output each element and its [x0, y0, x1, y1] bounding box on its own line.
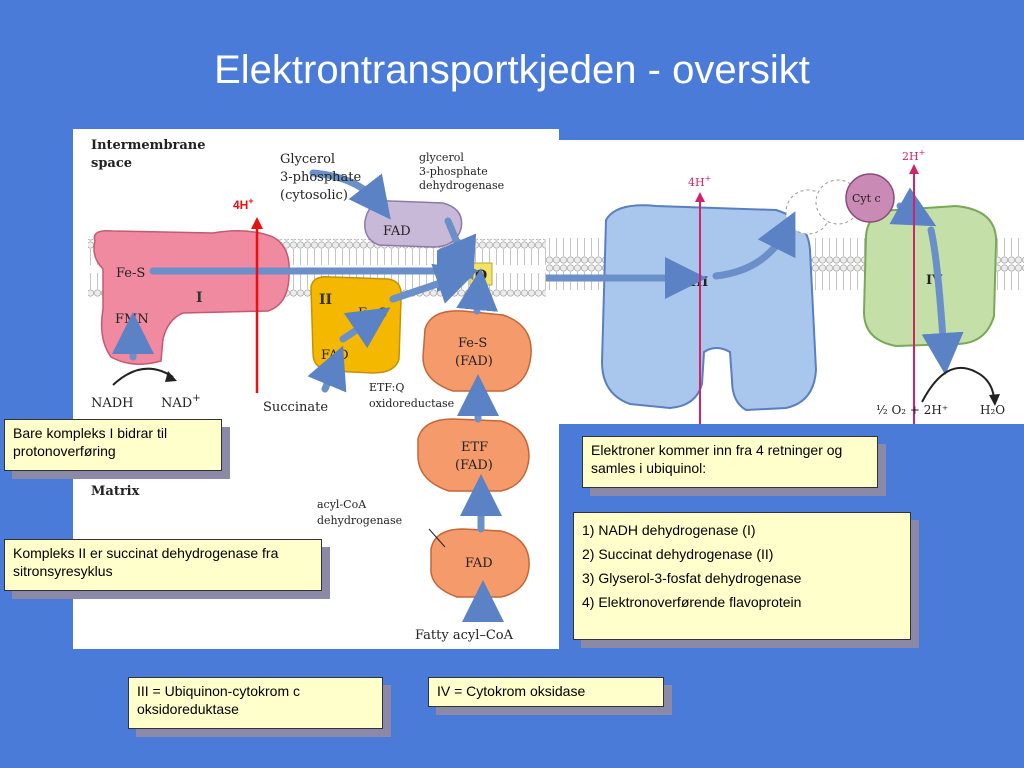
complex-ii: II Fe-S FAD [310, 275, 402, 374]
proton-arrow-left [251, 217, 263, 393]
note-complex-ii: Kompleks II er succinat dehydrogenase fr… [4, 539, 322, 591]
fad-bottom-label: FAD [465, 556, 493, 571]
note-complex-i-text: Bare kompleks I bidrar til protonoverfør… [13, 425, 168, 459]
glycerol-label-1: Glycerol [280, 152, 335, 167]
glycerol-label-2: 3-phosphate [280, 170, 362, 185]
note-list: 1) NADH dehydrogenase (I) 2) Succinat de… [573, 512, 911, 640]
fatty-acyl-label: Fatty acyl–CoA [415, 628, 514, 643]
glycerol-label-3: (cytosolic) [280, 188, 348, 203]
succinate-label: Succinate [263, 400, 328, 415]
etfq-label-2: oxidoreductase [369, 397, 454, 410]
electron-flow-arrows-right [542, 187, 964, 375]
complex-i: I Fe-S FMN [93, 229, 290, 365]
etf-fad-label: (FAD) [455, 458, 493, 473]
q-label: Q [475, 268, 487, 284]
matrix-label: Matrix [91, 484, 140, 499]
water-label: H₂O [980, 403, 1005, 417]
proton-arrow-right [909, 164, 919, 424]
proton-arrow-mid [695, 192, 705, 424]
fad-top-label: FAD [383, 224, 411, 239]
nadh-cycle-arrowhead [165, 371, 177, 382]
electron-flow-arrows [112, 169, 504, 622]
etc-diagram-right: III IV Cyt c 4H+ 2H+ [542, 148, 1024, 424]
etf: ETF (FAD) [417, 418, 530, 492]
acyl-label-1: acyl-CoA [317, 498, 367, 511]
intermembrane-label: Intermembrane [91, 138, 206, 153]
etfq-oxidoreductase: Fe-S (FAD) [422, 310, 532, 392]
page-title: Elektrontransportkjeden - oversikt [214, 48, 810, 92]
note-complex-ii-text: Kompleks II er succinat dehydrogenase fr… [13, 545, 279, 579]
fmn-label: FMN [115, 312, 149, 327]
note-complex-i: Bare kompleks I bidrar til protonoverfør… [4, 419, 222, 471]
fes-i-label: Fe-S [116, 266, 145, 281]
nadh-cycle-arrow [112, 367, 174, 386]
note-electrons: Elektroner kommer inn fra 4 retninger og… [582, 436, 878, 488]
etf-label: ETF [461, 440, 488, 455]
oxygen-reduction-arrow [921, 366, 995, 403]
acyl-label-2: dehydrogenase [317, 514, 402, 527]
g3pdh-label-1: glycerol [419, 151, 464, 164]
nad-label: NAD+ [161, 393, 201, 411]
proton-mid-label: 4H+ [688, 174, 711, 189]
note-complex-iv-text: IV = Cytokrom oksidase [437, 683, 586, 699]
acyl-coa-dehydrogenase: FAD [430, 528, 530, 598]
acyl-pointer [428, 528, 446, 548]
figure-panel-right: III IV Cyt c 4H+ 2H+ [542, 140, 1024, 424]
note-complex-iii: III = Ubiquinon-cytokrom c oksidoredukta… [128, 677, 383, 729]
note-complex-iv: IV = Cytokrom oksidase [428, 677, 664, 707]
fad-ii-label: FAD [321, 348, 349, 363]
nadh-label: NADH [91, 396, 134, 411]
etc-diagram-left: Intermembrane space Matrix I Fe-S FMN II… [88, 138, 559, 643]
etfq-label-1: ETF:Q [369, 381, 404, 394]
cytc-label: Cyt c [852, 192, 881, 205]
etfq-fes-label: Fe-S [458, 336, 487, 351]
g3pdh-label-3: dehydrogenase [419, 179, 504, 192]
proton-left-label: 4H+ [233, 196, 254, 212]
list-item: 1) NADH dehydrogenase (I) [582, 522, 756, 538]
proton-right-label: 2H+ [902, 148, 925, 163]
note-electrons-text: Elektroner kommer inn fra 4 retninger og… [591, 442, 843, 476]
list-item: 4) Elektronoverførende flavoprotein [582, 594, 802, 610]
list-item: 2) Succinat dehydrogenase (II) [582, 546, 774, 562]
space-label: space [91, 156, 132, 171]
reaction-label: ½ O₂ + 2H⁺ [876, 403, 948, 417]
etfq-fad-label: (FAD) [455, 354, 493, 369]
list-item: 3) Glyserol-3-fosfat dehydrogenase [582, 570, 802, 586]
complex-ii-label: II [319, 292, 332, 308]
note-complex-iii-text: III = Ubiquinon-cytokrom c oksidoredukta… [137, 683, 301, 717]
oxygen-reduction-arrowhead [989, 394, 1000, 406]
complex-i-label: I [196, 290, 203, 306]
g3pdh-label-2: 3-phosphate [419, 165, 488, 178]
